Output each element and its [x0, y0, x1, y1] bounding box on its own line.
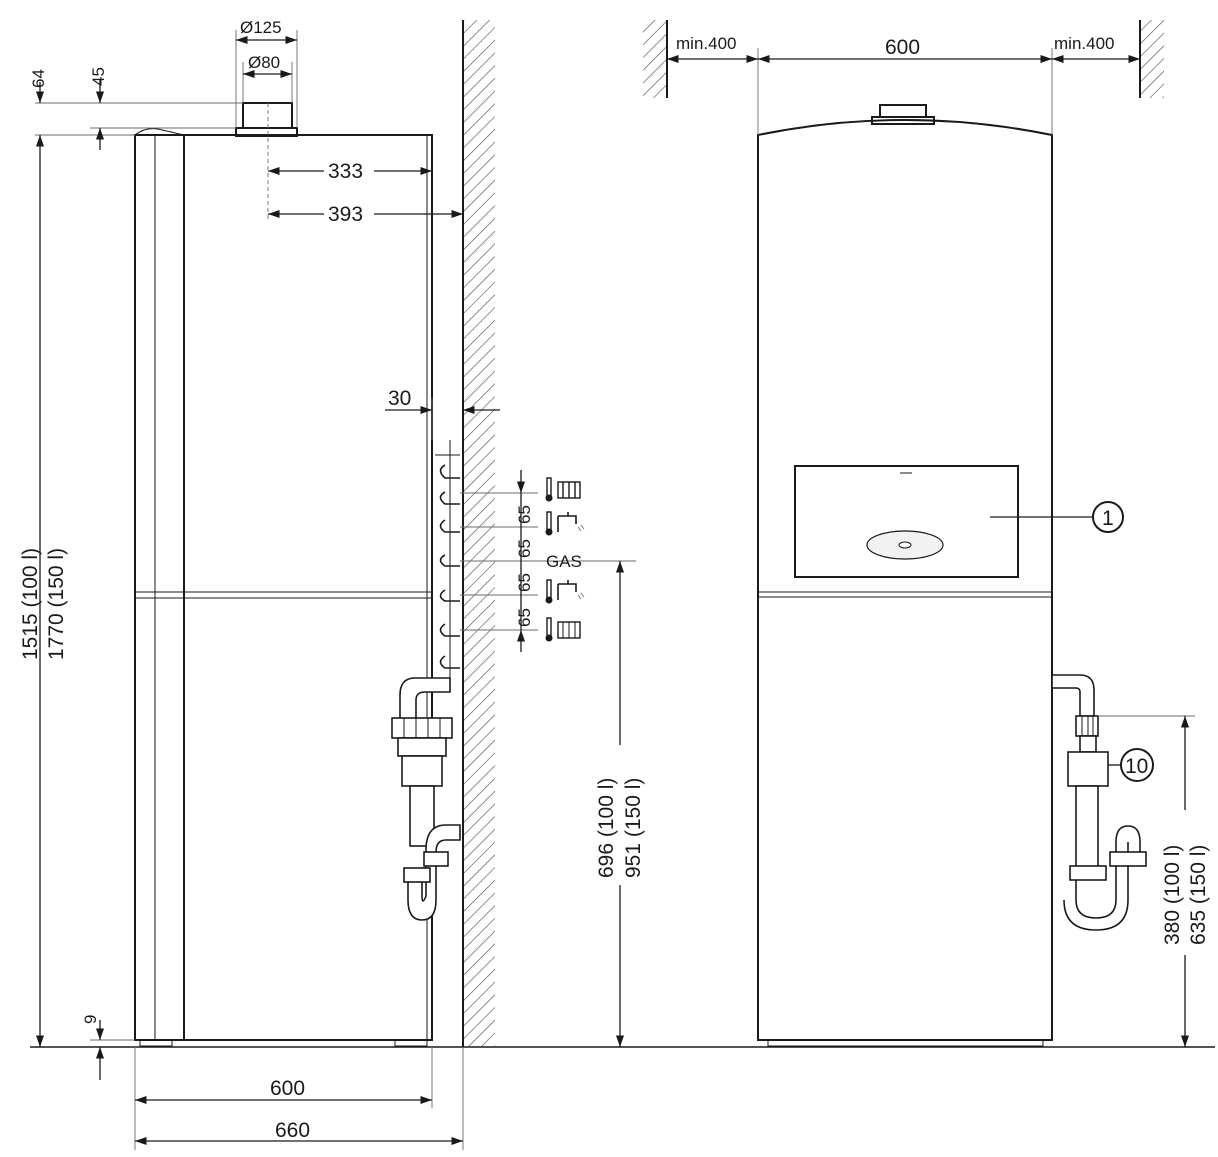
- callout-1-label: 1: [1102, 507, 1114, 530]
- spacing-1-label: 65: [515, 505, 534, 524]
- spacing-4-label: 65: [515, 608, 534, 627]
- rear-connections: [435, 440, 460, 690]
- boiler-front-body: [757, 119, 1053, 1041]
- side-view: Ø125 Ø80 64 45 1515 (100 l) 1770 (150 l)…: [19, 18, 645, 1150]
- depth-with-wall-label: 660: [275, 1119, 310, 1142]
- right-wall-hatch: [1140, 20, 1164, 98]
- top-offset-label: 45: [89, 67, 108, 86]
- width-label: 600: [885, 36, 920, 59]
- callout-1: [1092, 501, 1124, 533]
- feet-height-label: 9: [81, 1015, 100, 1024]
- flue-outer-diameter-label: Ø125: [240, 18, 282, 37]
- gas-label: GAS: [546, 552, 582, 571]
- thermometer-tap-icon: [545, 511, 585, 536]
- flue-to-wall-label: 393: [328, 203, 363, 226]
- clearance-right-label: min.400: [1054, 34, 1114, 53]
- front-view: 1 10 380 (100 l) 635 (150 l) min.: [643, 20, 1210, 1047]
- gas-height-150-label: 951 (150 l): [622, 778, 645, 878]
- gas-height-100-label: 696 (100 l): [595, 778, 618, 878]
- height-150-label: 1770 (150 l): [45, 548, 68, 660]
- flue-inner-diameter-label: Ø80: [248, 53, 280, 72]
- drain-height-100-label: 380 (100 l): [1161, 845, 1184, 945]
- wall-hatch: [463, 20, 495, 1047]
- thermometer-radiator-icon: [545, 477, 581, 502]
- flue-inner: [242, 102, 293, 129]
- callout-10: [1120, 748, 1154, 782]
- front-siphon: [1051, 674, 1147, 931]
- height-100-label: 1515 (100 l): [19, 548, 42, 660]
- spacing-2-label: 65: [515, 539, 534, 558]
- side-siphon: [391, 677, 461, 921]
- thermometer-radiator-icon: [545, 617, 581, 642]
- boiler-side-body: [134, 134, 433, 1041]
- clearance-left-label: min.400: [676, 34, 736, 53]
- callout-10-label: 10: [1125, 755, 1148, 778]
- flue-to-back-label: 333: [328, 160, 363, 183]
- left-wall-hatch: [643, 20, 667, 98]
- front-flue: [879, 104, 927, 118]
- wall-gap-label: 30: [388, 387, 411, 410]
- spacing-3-label: 65: [515, 573, 534, 592]
- depth-label: 600: [270, 1077, 305, 1100]
- flue-height-label: 64: [29, 69, 48, 88]
- drain-height-150-label: 635 (150 l): [1187, 845, 1210, 945]
- control-panel: [794, 465, 1019, 578]
- thermometer-tap-icon: [545, 579, 585, 604]
